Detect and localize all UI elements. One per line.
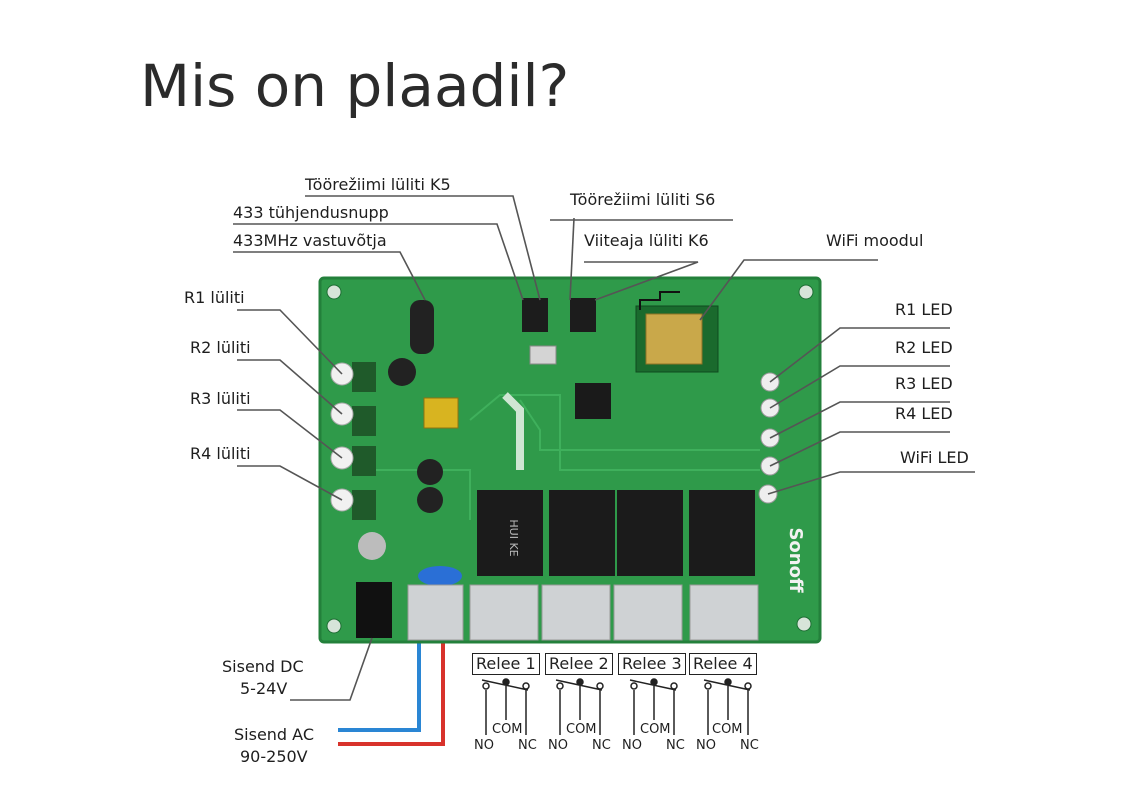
relay-2-com: COM	[566, 722, 597, 737]
label-wifi-module: WiFi moodul	[826, 231, 924, 250]
label-ac-input: Sisend AC	[234, 725, 314, 744]
ac-wires	[338, 640, 445, 746]
relay-1-nc: NC	[518, 738, 537, 753]
relay-3-no: NO	[622, 738, 642, 753]
leader-lines	[233, 195, 975, 701]
capacitors	[358, 358, 462, 586]
relay-4-nc: NC	[740, 738, 759, 753]
wifi-module-chip	[635, 291, 719, 373]
relay-1-label: Relee 1	[472, 653, 540, 675]
relay-1-com: COM	[492, 722, 523, 737]
relay-4-com: COM	[712, 722, 743, 737]
relay-4-label: Relee 4	[689, 653, 757, 675]
mcu-chip	[575, 383, 611, 419]
label-ac-voltage: 90-250V	[240, 747, 308, 766]
label-r3-led: R3 LED	[895, 374, 953, 393]
label-r1-led: R1 LED	[895, 300, 953, 319]
label-r3-switch: R3 lüliti	[190, 389, 251, 408]
relay-2-no: NO	[548, 738, 568, 753]
board-print-brand: Sonoff	[785, 527, 806, 593]
relay-3-label: Relee 3	[618, 653, 686, 675]
terminal-blocks	[356, 582, 759, 641]
label-mode-switch-k5: Töörežiimi lüliti K5	[305, 175, 451, 194]
relays: HUI KE	[477, 490, 755, 576]
relay-1-no: NO	[474, 738, 494, 753]
relay-2-label: Relee 2	[545, 653, 613, 675]
receiver-433	[410, 300, 459, 429]
relay-print-brand: HUI KE	[507, 519, 520, 556]
label-r2-switch: R2 lüliti	[190, 338, 251, 357]
relay-3-nc: NC	[666, 738, 685, 753]
label-dc-voltage: 5-24V	[240, 679, 288, 698]
label-r2-led: R2 LED	[895, 338, 953, 357]
label-r1-switch: R1 lüliti	[184, 288, 245, 307]
relay-schematics	[481, 678, 752, 735]
label-timer-switch-k6: Viiteaja lüliti K6	[584, 231, 709, 250]
label-r4-led: R4 LED	[895, 404, 953, 423]
label-433-clear-button: 433 tühjendusnupp	[233, 203, 389, 222]
label-wifi-led: WiFi LED	[900, 448, 969, 467]
relay-2-nc: NC	[592, 738, 611, 753]
relay-3-com: COM	[640, 722, 671, 737]
label-mode-switch-s6: Töörežiimi lüliti S6	[570, 190, 716, 209]
relay-4-no: NO	[696, 738, 716, 753]
page-title: Mis on plaadil?	[140, 52, 570, 120]
label-433-receiver: 433MHz vastuvõtja	[233, 231, 387, 250]
label-dc-input: Sisend DC	[222, 657, 304, 676]
label-r4-switch: R4 lüliti	[190, 444, 251, 463]
dip-switches	[522, 298, 596, 365]
